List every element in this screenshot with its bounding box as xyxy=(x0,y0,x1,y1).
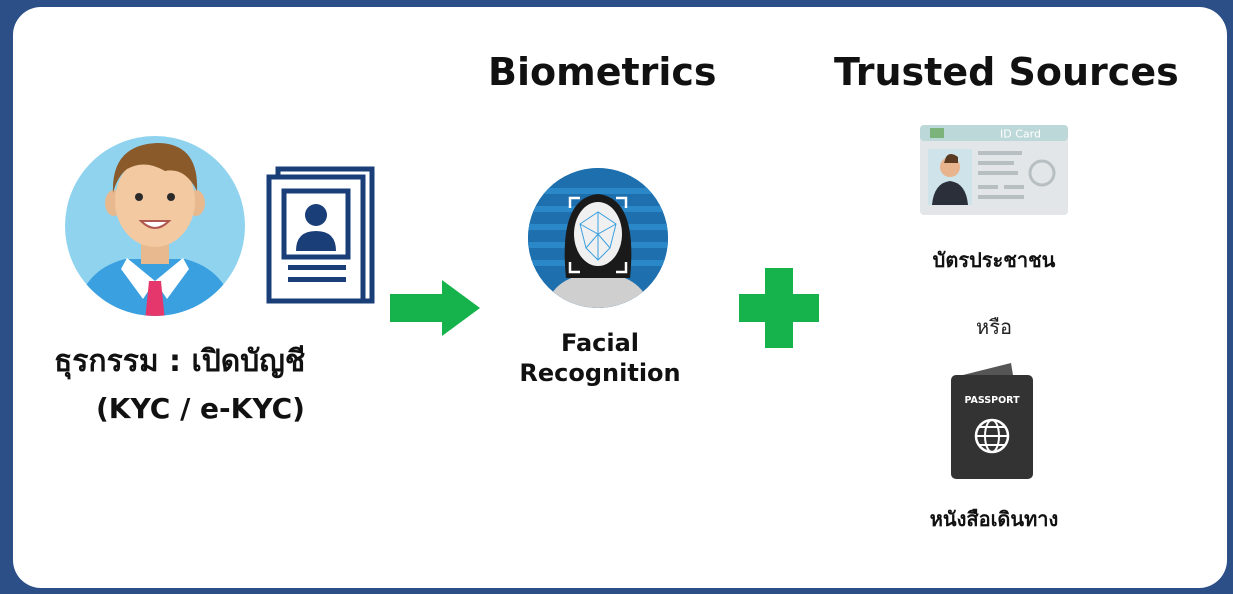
id-card-label: ID Card xyxy=(1000,128,1041,141)
transaction-title: ธุรกรรม : เปิดบัญชี xyxy=(54,344,306,379)
arrow-right-icon xyxy=(390,280,480,336)
passport-label: PASSPORT xyxy=(964,395,1020,406)
id-card-caption: บัตรประชาชน xyxy=(932,248,1056,272)
facial-recognition-label: Facial Recognition xyxy=(500,328,700,388)
biometrics-heading: Biometrics xyxy=(488,50,717,94)
or-label: หรือ xyxy=(976,315,1012,339)
id-card-icon: ID Card xyxy=(920,125,1068,215)
trusted-sources-heading: Trusted Sources xyxy=(834,50,1179,94)
user-avatar-icon xyxy=(65,136,245,316)
passport-icon: PASSPORT xyxy=(951,363,1033,479)
passport-caption: หนังสือเดินทาง xyxy=(929,507,1059,531)
plus-icon xyxy=(739,268,819,348)
facial-label-line1: Facial xyxy=(560,329,640,357)
transaction-subtitle: (KYC / e-KYC) xyxy=(96,392,305,425)
id-document-icon xyxy=(266,166,375,304)
facial-recognition-icon xyxy=(528,168,668,308)
facial-label-line2: Recognition xyxy=(519,359,681,387)
